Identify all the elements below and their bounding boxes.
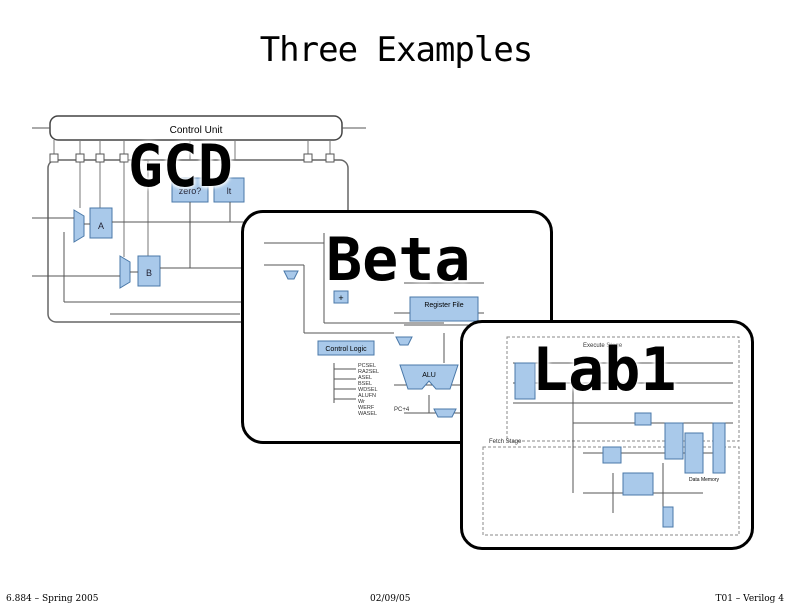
beta-signal: ALUFN [358,393,376,399]
beta-plus-label: + [338,293,343,303]
lab1-label: Lab1 [532,335,677,405]
beta-register-file-label: Register File [424,302,463,309]
gcd-reg-a-label: A [98,221,104,231]
footer-date: 02/09/05 [370,594,411,604]
beta-signal: RA2SEL [358,369,379,375]
gcd-control-unit-label: Control Unit [170,125,223,136]
gcd-reg-b-label: B [146,268,152,278]
beta-label: Beta [326,225,471,295]
beta-pc4-label: PC+4 [394,407,410,413]
gcd-label: GCD [128,132,233,200]
footer-course: 6.884 – Spring 2005 [6,594,99,604]
beta-signal: WDSEL [358,387,378,393]
gcd-lt-label: lt [227,186,232,196]
lab1-execute-stage-label: Execute Stage [583,343,623,349]
gcd-zero-label: zero? [179,186,202,196]
beta-signal: BSEL [358,381,372,387]
lab1-data-memory-label: Data Memory [689,477,720,483]
beta-signal: ASEL [358,375,372,381]
slide-title: Three Examples [259,30,534,70]
beta-signal: WERF [358,405,375,411]
beta-signal: Wr [358,399,365,405]
beta-control-logic-label: Control Logic [325,346,367,353]
lab1-card: Execute Stage Fetch Stage Data Memory [460,320,754,550]
lab1-fetch-stage-label: Fetch Stage [489,439,522,445]
beta-alu-label: ALU [422,372,436,379]
beta-signal: PCSEL [358,363,376,369]
gcd-diagram: Control Unit zero? lt A B [30,112,370,327]
beta-signal: WASEL [358,411,377,417]
footer-page: T01 – Verilog 4 [715,594,784,604]
